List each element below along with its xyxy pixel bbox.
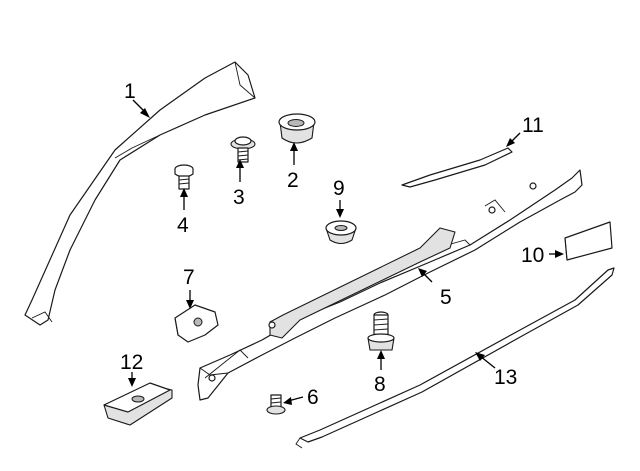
part-6-bolt — [266, 394, 286, 415]
callout-6: 6 — [307, 386, 319, 409]
callout-11: 11 — [522, 114, 544, 137]
part-7-clip — [174, 304, 219, 343]
callout-3: 3 — [233, 186, 245, 209]
part-1-pillar-trim — [24, 61, 256, 326]
callout-5: 5 — [440, 286, 452, 309]
part-5-rocker-molding — [197, 169, 583, 401]
callout-7: 7 — [183, 266, 195, 289]
callout-8: 8 — [374, 373, 386, 396]
callout-4: 4 — [177, 214, 189, 237]
callout-labels: 1 2 3 4 5 6 7 8 9 10 11 12 13 — [120, 80, 544, 409]
callout-13: 13 — [494, 366, 517, 389]
leader-lines — [128, 99, 564, 405]
part-12-bracket — [103, 382, 173, 426]
callout-1: 1 — [124, 80, 136, 103]
part-4-screw — [174, 164, 194, 190]
callout-12: 12 — [120, 351, 143, 374]
part-11-strip — [401, 147, 513, 188]
part-2-grommet — [278, 113, 316, 144]
part-10-pad — [564, 221, 613, 261]
callout-2: 2 — [287, 169, 299, 192]
part-9-cap-nut — [325, 220, 357, 245]
callout-9: 9 — [333, 177, 345, 200]
part-8-stud — [367, 311, 395, 351]
part-13-weatherstrip — [295, 267, 615, 449]
callout-10: 10 — [521, 244, 544, 267]
part-3-screw — [230, 136, 256, 163]
